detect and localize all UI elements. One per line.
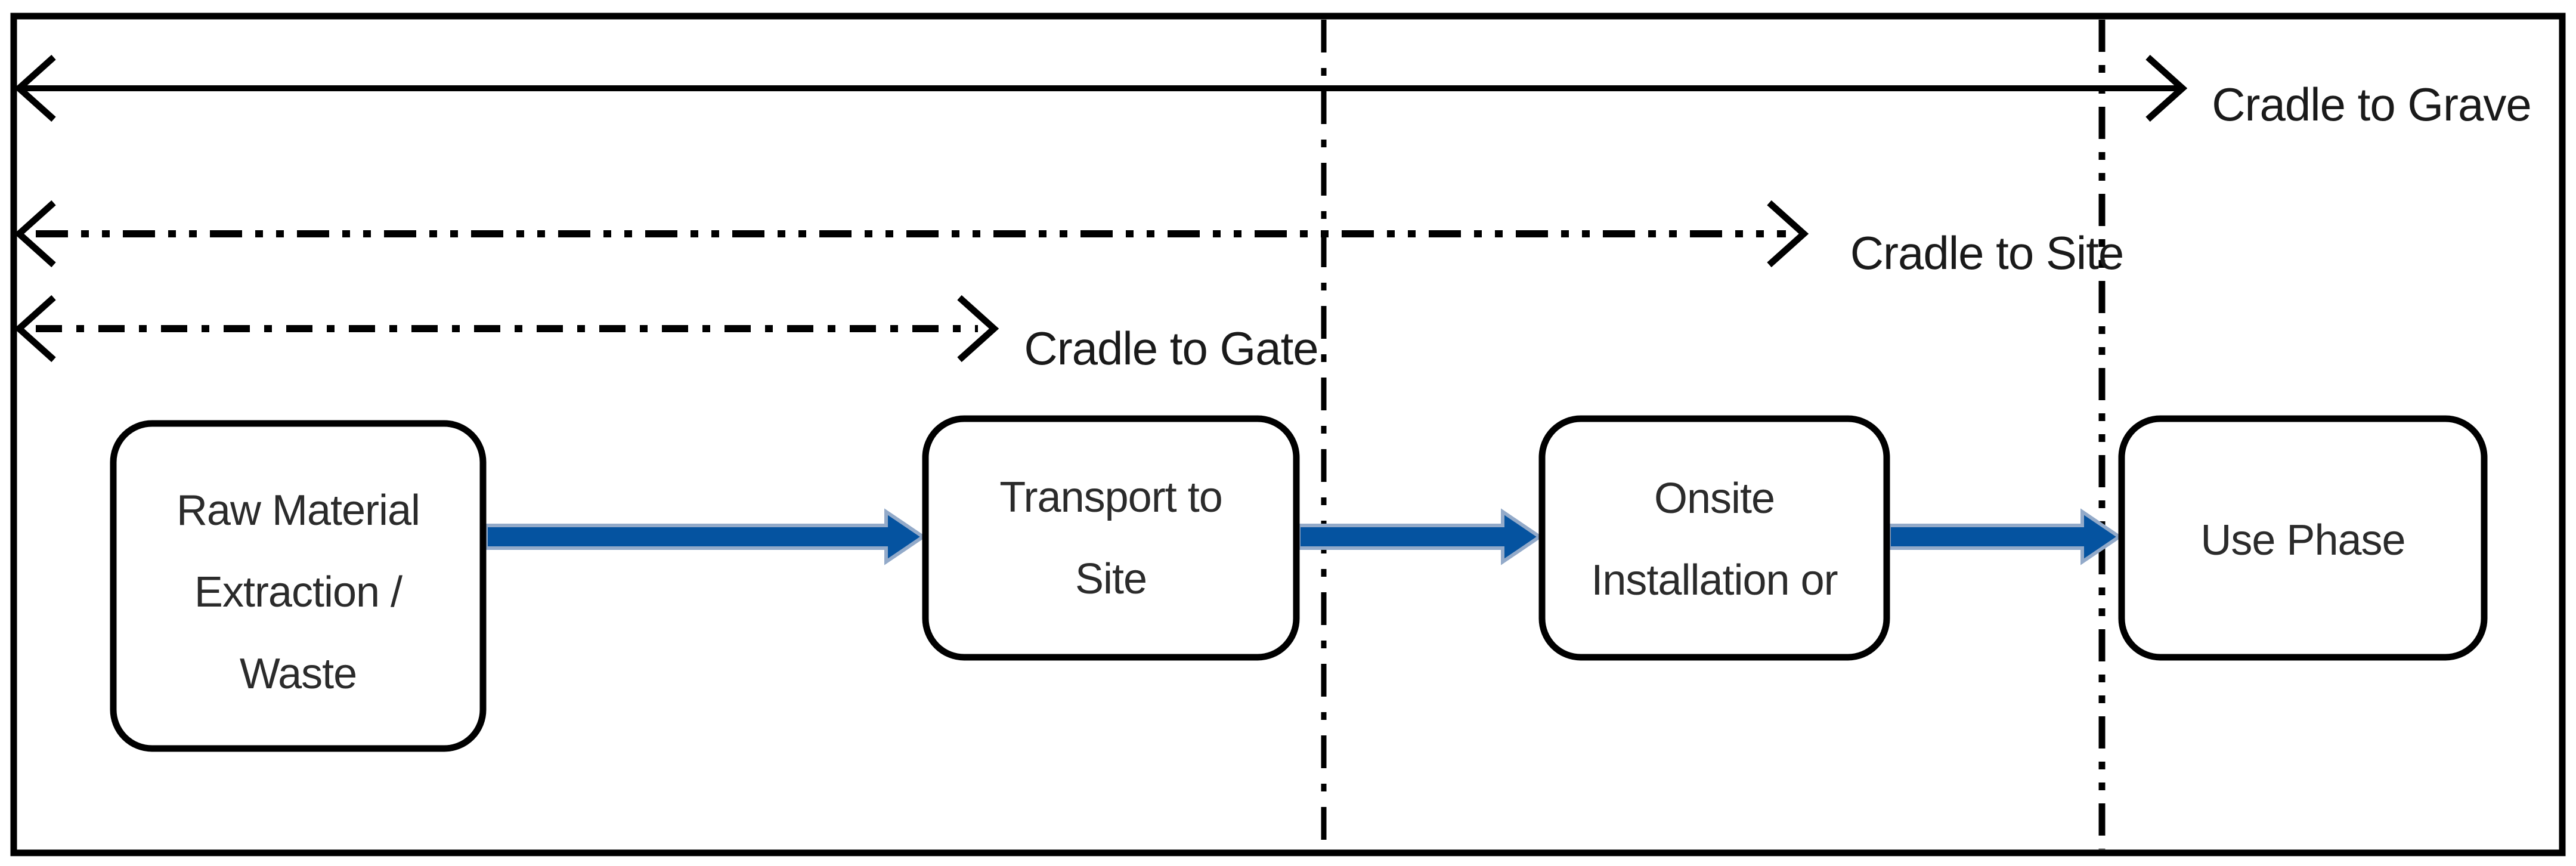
flow-arrow-1-edge	[484, 508, 927, 565]
cradle-to-grave-arrow: Cradle to Grave	[14, 54, 2532, 131]
stage-label-line: Installation or	[1591, 556, 1837, 604]
arrowhead-right-icon	[2145, 54, 2188, 122]
arrowhead-right-icon	[957, 295, 999, 363]
flow-arrow-3-edge	[1887, 508, 2123, 565]
cradle-to-gate-arrow: Cradle to Gate	[14, 295, 1319, 375]
flow-arrow-2-edge	[1297, 508, 1543, 565]
stage-box	[2118, 415, 2488, 661]
flow-arrow-2	[1299, 512, 1540, 562]
stage-box-onsite-installation: Onsite Installation or	[1538, 415, 1890, 661]
stage-box-use-phase: Use Phase	[2118, 415, 2488, 661]
stage-label-line: Waste	[240, 650, 357, 698]
cradle-to-site-label: Cradle to Site	[1850, 227, 2124, 279]
arrowhead-left-icon	[14, 200, 56, 268]
stage-label-line: Raw Material	[177, 487, 420, 534]
flow-arrow-3	[1889, 512, 2119, 562]
stage-label-line: Extraction /	[194, 568, 402, 616]
stage-box	[922, 415, 1300, 661]
flow-arrow-1	[486, 512, 923, 562]
stage-box	[1538, 415, 1890, 661]
cradle-to-site-arrow: Cradle to Site	[14, 200, 2124, 279]
arrowhead-left-icon	[14, 295, 56, 363]
stage-box-transport-to-site: Transport to Site	[922, 415, 1300, 661]
stage-label-line: Onsite	[1654, 475, 1775, 522]
stage-label-line: Transport to	[999, 474, 1222, 521]
cradle-to-grave-label: Cradle to Grave	[2212, 78, 2531, 131]
stage-label-line: Use Phase	[2200, 516, 2405, 564]
outer-border	[10, 13, 2566, 856]
arrowhead-right-icon	[1767, 200, 1809, 268]
stage-box-raw-material-extraction: Raw Material Extraction / Waste	[110, 420, 487, 752]
cradle-to-gate-label: Cradle to Gate	[1024, 322, 1318, 375]
stage-label-line: Site	[1075, 555, 1147, 603]
stage-box	[110, 420, 487, 752]
arrowhead-left-icon	[14, 54, 56, 122]
